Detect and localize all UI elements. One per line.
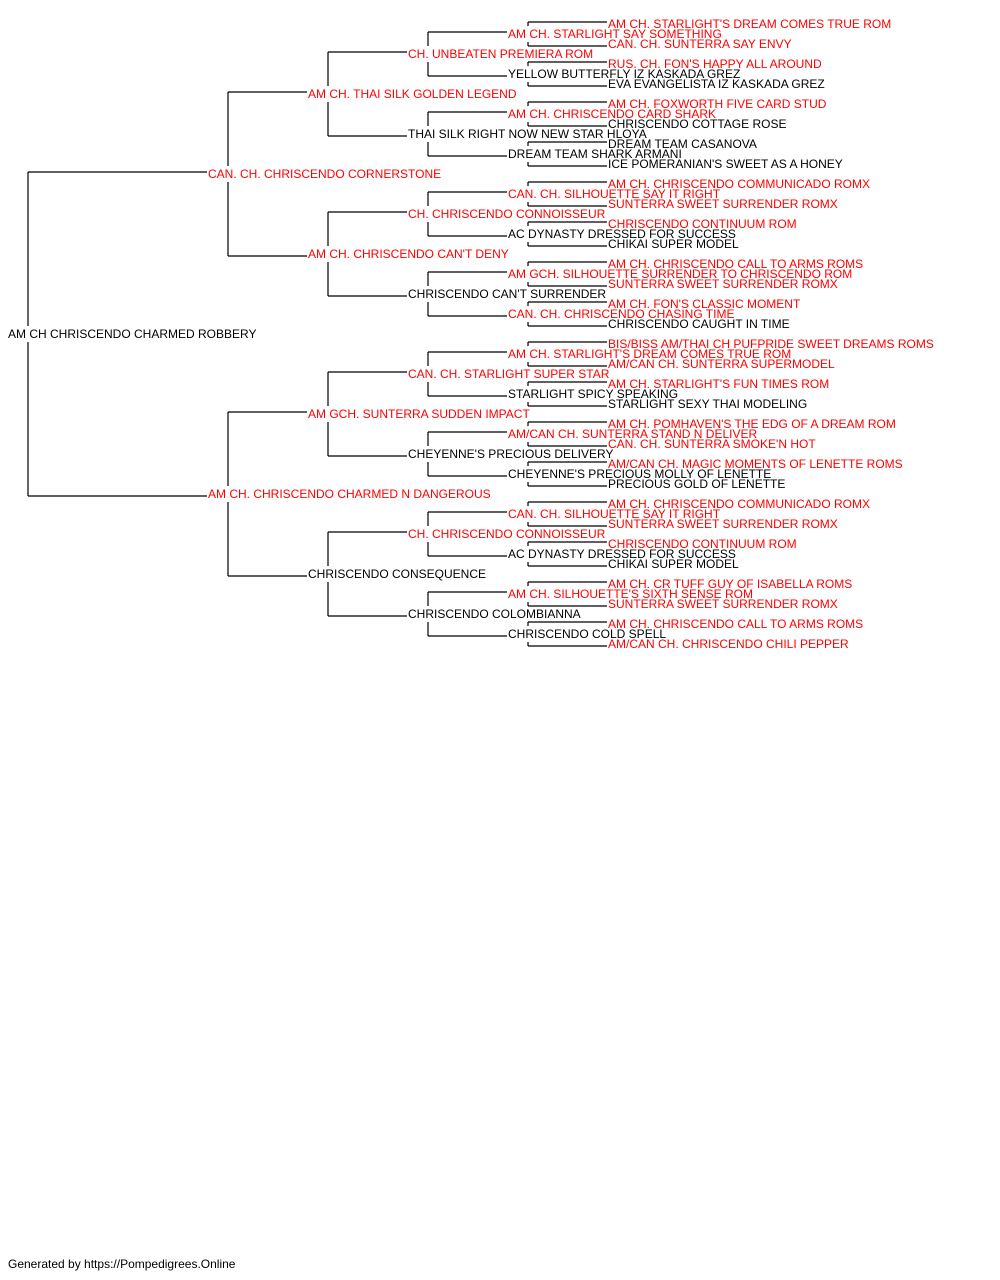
ancestor-name[interactable]: CHIKAI SUPER MODEL <box>608 557 739 571</box>
ancestor-name[interactable]: STARLIGHT SPICY SPEAKING <box>508 387 678 401</box>
ancestor-name[interactable]: SUNTERRA SWEET SURRENDER ROMX <box>608 597 838 611</box>
ancestor-name[interactable]: CHEYENNE'S PRECIOUS MOLLY OF LENETTE <box>508 467 771 481</box>
ancestor-name[interactable]: CH. CHRISCENDO CONNOISSEUR <box>408 527 606 541</box>
ancestor-name[interactable]: RUS. CH. FON'S HAPPY ALL AROUND <box>608 57 822 71</box>
ancestor-name[interactable]: AM/CAN CH. SUNTERRA STAND N DELIVER <box>508 427 757 441</box>
ancestor-name[interactable]: AM CH. CHRISCENDO CARD SHARK <box>508 107 716 121</box>
ancestor-name[interactable]: AM CH. STARLIGHT'S DREAM COMES TRUE ROM <box>508 347 791 361</box>
ancestor-name[interactable]: ICE POMERANIAN'S SWEET AS A HONEY <box>608 157 843 171</box>
ancestor-name[interactable]: AM CH. CHRISCENDO CAN'T DENY <box>308 247 509 261</box>
ancestor-name[interactable]: CAN. CH. CHRISCENDO CHASING TIME <box>508 307 734 321</box>
ancestor-name[interactable]: CHRISCENDO CONTINUUM ROM <box>608 537 797 551</box>
ancestor-name[interactable]: SUNTERRA SWEET SURRENDER ROMX <box>608 277 838 291</box>
ancestor-name[interactable]: CAN. CH. SUNTERRA SMOKE'N HOT <box>608 437 816 451</box>
ancestor-name[interactable]: AM/CAN CH. SUNTERRA SUPERMODEL <box>608 357 835 371</box>
ancestor-name[interactable]: AM CH. STARLIGHT'S FUN TIMES ROM <box>608 377 829 391</box>
ancestor-name[interactable]: BIS/BISS AM/THAI CH PUFPRIDE SWEET DREAM… <box>608 337 934 351</box>
ancestor-name[interactable]: AM CH. CHRISCENDO COMMUNICADO ROMX <box>608 497 870 511</box>
ancestor-name[interactable]: CAN. CH. SILHOUETTE SAY IT RIGHT <box>508 187 721 201</box>
ancestor-name[interactable]: CAN. CH. STARLIGHT SUPER STAR <box>408 367 610 381</box>
ancestor-name[interactable]: CHRISCENDO CAUGHT IN TIME <box>608 317 790 331</box>
ancestor-name[interactable]: CAN. CH. SILHOUETTE SAY IT RIGHT <box>508 507 721 521</box>
ancestor-name[interactable]: AM GCH. SUNTERRA SUDDEN IMPACT <box>308 407 530 421</box>
ancestor-name[interactable]: PRECIOUS GOLD OF LENETTE <box>608 477 785 491</box>
ancestor-name[interactable]: AC DYNASTY DRESSED FOR SUCCESS <box>508 547 736 561</box>
footer-credit: Generated by https://Pompedigrees.Online <box>8 1257 236 1271</box>
ancestor-name[interactable]: AM CH. CHRISCENDO COMMUNICADO ROMX <box>608 177 870 191</box>
ancestor-name[interactable]: CHRISCENDO CONSEQUENCE <box>308 567 486 581</box>
ancestor-name[interactable]: YELLOW BUTTERFLY IZ KASKADA GREZ <box>508 67 740 81</box>
ancestor-name[interactable]: AM CH. STARLIGHT SAY SOMETHING <box>508 27 722 41</box>
ancestor-name[interactable]: CH. UNBEATEN PREMIERA ROM <box>408 47 593 61</box>
ancestor-name[interactable]: CHRISCENDO COLD SPELL <box>508 627 666 641</box>
ancestor-name[interactable]: CHRISCENDO CAN'T SURRENDER <box>408 287 606 301</box>
ancestor-name[interactable]: CH. CHRISCENDO CONNOISSEUR <box>408 207 606 221</box>
ancestor-name[interactable]: CHRISCENDO COLOMBIANNA <box>408 607 581 621</box>
ancestor-name[interactable]: AM CH. SILHOUETTE'S SIXTH SENSE ROM <box>508 587 753 601</box>
ancestor-name[interactable]: AM GCH. SILHOUETTE SURRENDER TO CHRISCEN… <box>508 267 852 281</box>
ancestor-name[interactable]: DREAM TEAM CASANOVA <box>608 137 757 151</box>
ancestor-name[interactable]: AM CH. FOXWORTH FIVE CARD STUD <box>608 97 827 111</box>
ancestor-name[interactable]: AM CH. CHRISCENDO CHARMED N DANGEROUS <box>208 487 491 501</box>
ancestor-name[interactable]: DREAM TEAM SHARK ARMANI <box>508 147 682 161</box>
ancestor-name[interactable]: STARLIGHT SEXY THAI MODELING <box>608 397 807 411</box>
ancestor-name[interactable]: AM CH. STARLIGHT'S DREAM COMES TRUE ROM <box>608 17 891 31</box>
ancestor-name[interactable]: AM/CAN CH. CHRISCENDO CHILI PEPPER <box>608 637 849 651</box>
ancestor-name[interactable]: EVA EVANGELISTA IZ KASKADA GREZ <box>608 77 825 91</box>
ancestor-name[interactable]: CHIKAI SUPER MODEL <box>608 237 739 251</box>
ancestor-name[interactable]: SUNTERRA SWEET SURRENDER ROMX <box>608 197 838 211</box>
ancestor-name[interactable]: AM CH. CHRISCENDO CALL TO ARMS ROMS <box>608 617 863 631</box>
ancestor-name[interactable]: SUNTERRA SWEET SURRENDER ROMX <box>608 517 838 531</box>
ancestor-name[interactable]: CAN. CH. SUNTERRA SAY ENVY <box>608 37 792 51</box>
ancestor-name[interactable]: CHRISCENDO COTTAGE ROSE <box>608 117 786 131</box>
ancestor-name[interactable]: AM CH. FON'S CLASSIC MOMENT <box>608 297 801 311</box>
ancestor-name[interactable]: THAI SILK RIGHT NOW NEW STAR HLOYA <box>408 127 647 141</box>
ancestor-name[interactable]: CHRISCENDO CONTINUUM ROM <box>608 217 797 231</box>
ancestor-name[interactable]: CAN. CH. CHRISCENDO CORNERSTONE <box>208 167 441 181</box>
ancestor-name[interactable]: AM CH. CHRISCENDO CALL TO ARMS ROMS <box>608 257 863 271</box>
ancestor-name[interactable]: AM/CAN CH. MAGIC MOMENTS OF LENETTE ROMS <box>608 457 903 471</box>
ancestor-name[interactable]: AM CH. CR TUFF GUY OF ISABELLA ROMS <box>608 577 852 591</box>
subject-name[interactable]: AM CH CHRISCENDO CHARMED ROBBERY <box>8 327 256 341</box>
ancestor-name[interactable]: AM CH. THAI SILK GOLDEN LEGEND <box>308 87 517 101</box>
ancestor-name[interactable]: AM CH. POMHAVEN'S THE EDG OF A DREAM ROM <box>608 417 896 431</box>
ancestor-name[interactable]: AC DYNASTY DRESSED FOR SUCCESS <box>508 227 736 241</box>
ancestor-name[interactable]: CHEYENNE'S PRECIOUS DELIVERY <box>408 447 613 461</box>
